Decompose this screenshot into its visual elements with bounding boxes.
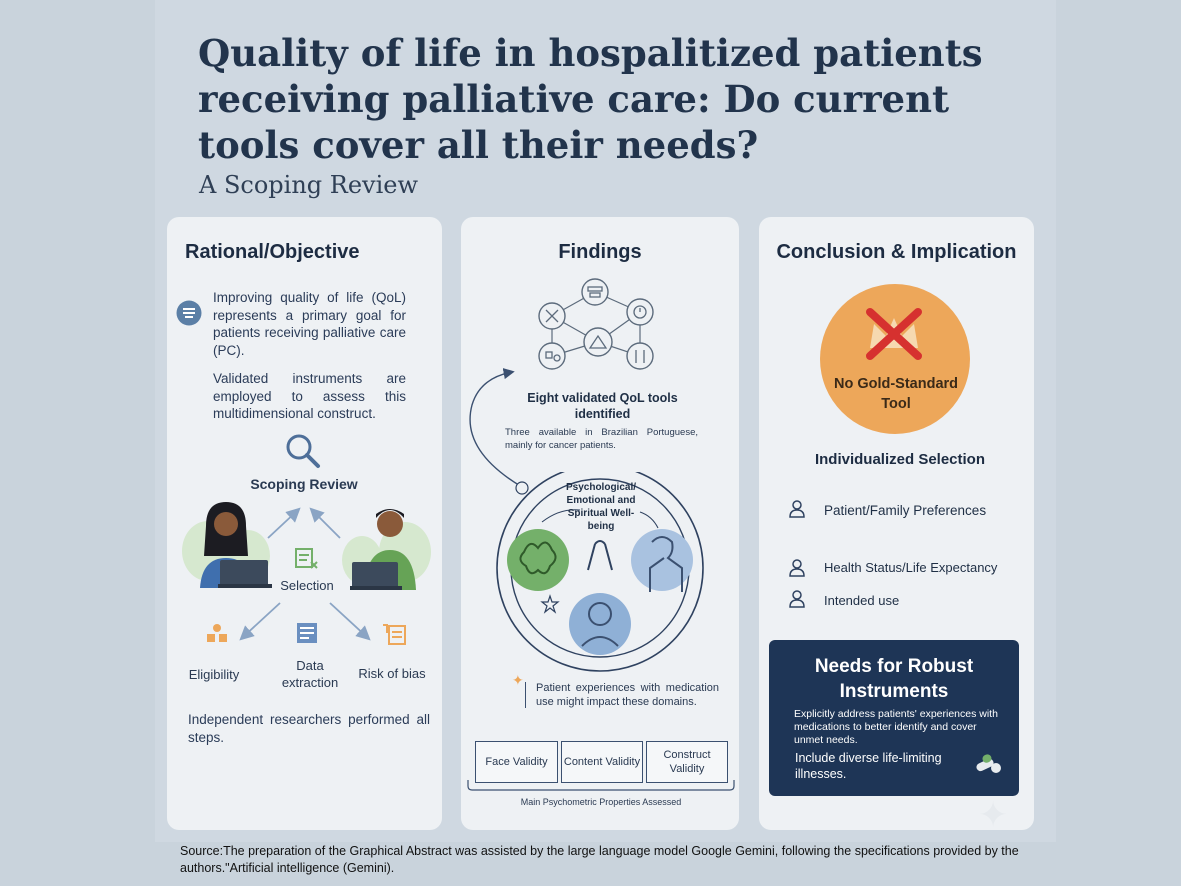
researcher-left-illustration — [182, 502, 272, 588]
magnifier-icon — [286, 434, 320, 468]
conclusion-heading: Conclusion & Implication — [776, 241, 1017, 263]
sparkle-watermark-icon: ✦ — [978, 794, 1009, 835]
findings-heading: Findings — [558, 241, 642, 263]
no-gold-standard-badge — [820, 284, 970, 434]
validity-box-face: Face Validity — [475, 741, 558, 783]
researcher-right-illustration — [342, 509, 431, 590]
needs-title: Needs for Robust Instruments — [814, 656, 974, 702]
person-icon — [789, 590, 805, 608]
sparkle-icon: ✦ — [512, 672, 524, 688]
data-extraction-icon — [297, 623, 317, 643]
criterion-intended-use: Intended use — [824, 593, 900, 608]
page-subtitle: A Scoping Review — [199, 171, 419, 199]
step-data-extraction: Data extraction — [281, 658, 339, 690]
validity-box-content: Content Validity — [561, 741, 643, 783]
tools-identified-title: Eight validated QoL tools identified — [527, 391, 678, 421]
selection-label: Selection — [280, 578, 334, 593]
criterion-preferences: Patient/Family Preferences — [824, 503, 987, 518]
step-eligibility: Eligibility — [188, 667, 240, 682]
properties-label: Main Psychometric Properties Assessed — [520, 797, 682, 807]
individualized-selection-heading: Individualized Selection — [814, 451, 986, 468]
well-being-domains-diagram — [496, 472, 704, 672]
eligibility-icon — [207, 624, 227, 642]
properties-bracket — [467, 780, 735, 791]
list-icon — [176, 300, 202, 326]
risk-of-bias-icon — [383, 624, 406, 645]
medication-note: Patient experiences with medication use … — [536, 682, 719, 708]
researchers-note: Independent researchers performed all st… — [188, 712, 430, 745]
needs-box: Needs for Robust Instruments Explicitly … — [769, 640, 1019, 796]
pills-icon — [976, 754, 1001, 773]
person-icon — [789, 559, 805, 577]
rational-heading: Rational/Objective — [185, 241, 360, 263]
page-title: Quality of life in hospalitized patients… — [198, 31, 983, 167]
domain-label: Psychological/ Emotional and Spiritual W… — [565, 482, 637, 532]
tools-network-diagram — [538, 278, 654, 370]
criterion-health-status: Health Status/Life Expectancy — [824, 560, 998, 575]
step-risk-of-bias: Risk of bias — [358, 666, 426, 681]
scoping-review-label: Scoping Review — [250, 476, 358, 492]
needs-text-illnesses: Include diverse life-limiting illnesses. — [795, 751, 942, 781]
selection-flow-arrows — [239, 507, 371, 641]
crossed-crown-icon — [866, 308, 922, 360]
source-note: Source:The preparation of the Graphical … — [180, 844, 1019, 875]
validity-box-construct: Construct Validity — [646, 741, 728, 783]
curved-arrow — [469, 368, 523, 488]
tools-note: Three available in Brazilian Portuguese,… — [505, 427, 698, 451]
needs-text-medications: Explicitly address patients' experiences… — [794, 708, 998, 746]
divider — [525, 682, 526, 708]
instruments-text: Validated instruments are employed to as… — [213, 371, 406, 421]
badge-text: No Gold-Standard Tool — [833, 376, 959, 412]
person-icon — [789, 500, 805, 518]
selection-icon — [295, 548, 318, 569]
objective-text: Improving quality of life (QoL) represen… — [213, 290, 406, 358]
